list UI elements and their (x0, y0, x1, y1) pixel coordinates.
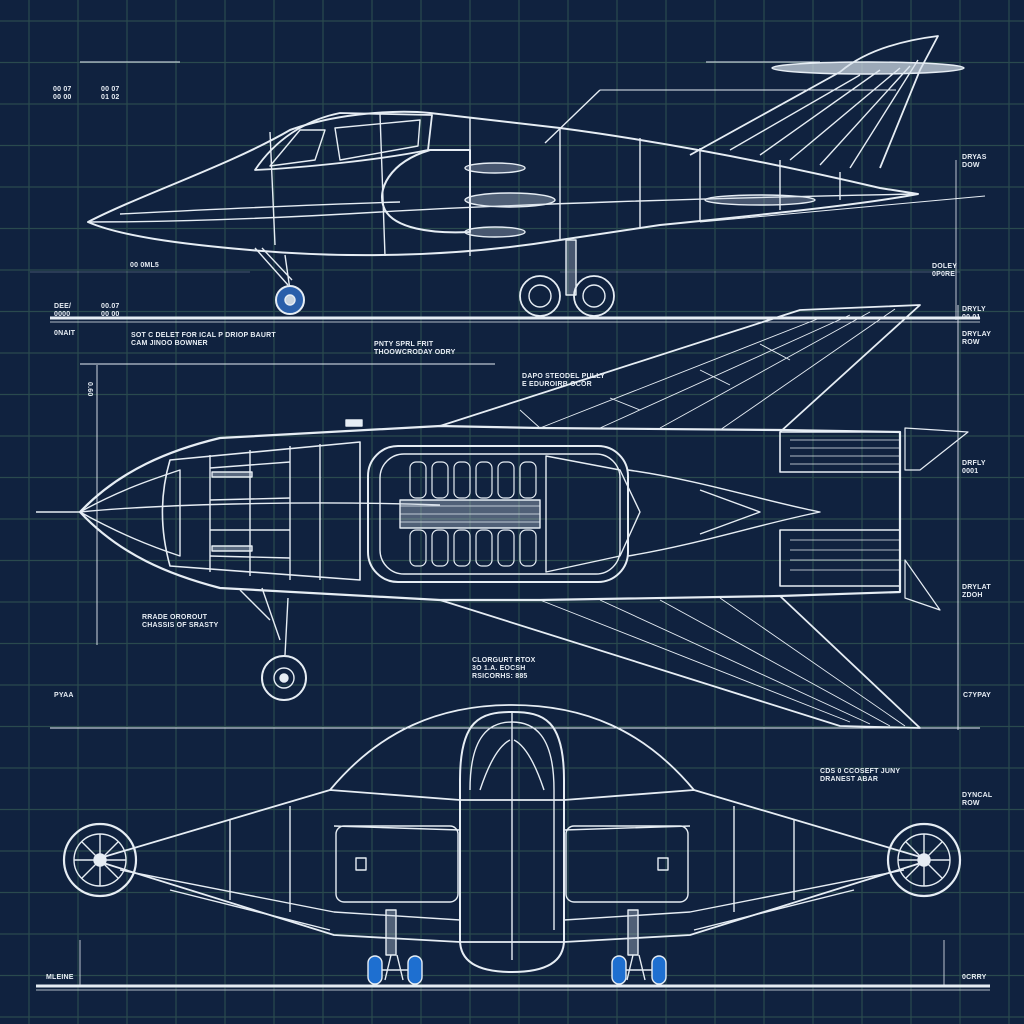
plan-lower-wing (439, 595, 921, 729)
label-side-left: 00 0ML5 (130, 262, 160, 269)
label-section-left-a: DEE/0000 (54, 303, 72, 318)
plan-vertical-label: 0.60 (86, 382, 93, 397)
front-canopy (329, 704, 695, 791)
plan-nose-gear (239, 587, 307, 701)
front-right-gear (611, 909, 667, 985)
side-intake (381, 149, 471, 234)
side-main-gear (519, 239, 615, 317)
front-left-gear (367, 909, 423, 985)
side-nose-gear (254, 247, 305, 315)
label-section-left-c: 0NAIT (54, 330, 76, 337)
side-view (30, 35, 986, 323)
bottom-left-label: MLEINE (46, 974, 74, 981)
bottom-right-label: 0CRRY (962, 974, 987, 981)
front-left-engine (62, 822, 138, 898)
side-horizontal-stab (771, 61, 965, 75)
plan-engine-bay (367, 445, 629, 583)
plan-forward-bay (161, 441, 361, 581)
plan-upper-wing (439, 304, 921, 433)
plan-fuselage (78, 424, 902, 602)
front-view (36, 704, 990, 991)
left-mid-label: PYAA (54, 692, 74, 699)
right-mid-label: C7YPAY (963, 692, 992, 699)
front-right-engine (886, 822, 962, 898)
plan-engine-nozzles (779, 427, 969, 611)
top-view (36, 304, 980, 730)
